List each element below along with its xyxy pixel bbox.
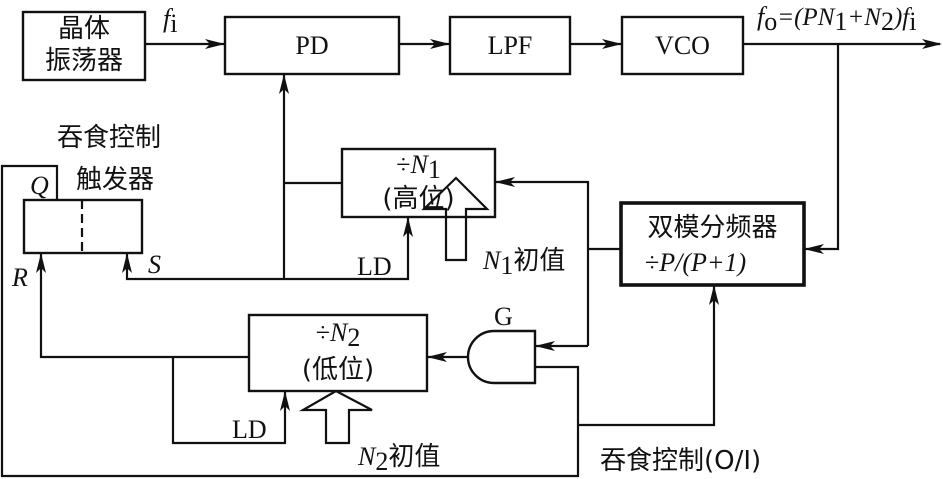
swallow-control-label: 吞食控制(O/I) [600, 446, 762, 476]
s-label: S [148, 250, 161, 279]
prescaler-formula: ÷P/(P+1) [645, 248, 747, 277]
n2-counter-block [247, 313, 429, 393]
n2-counter-sublabel: (低位) [301, 355, 375, 385]
wire-prescaler-to-n1 [495, 180, 590, 346]
swallow-ff-title-2: 触发器 [76, 165, 155, 195]
r-label: R [12, 263, 28, 292]
n1-counter-sublabel: (高位) [382, 184, 455, 214]
n1-initial-value-label: N1初值 [483, 246, 566, 280]
arrow-icon [709, 285, 719, 305]
wire-fo-feedback [804, 44, 840, 251]
lpf-block [448, 15, 572, 76]
dual-modulus-prescaler-block [619, 201, 806, 287]
arrow-icon [535, 341, 555, 351]
and-gate-g [466, 329, 537, 385]
crystal-osc-label-1: 晶体 [57, 14, 110, 44]
vco-block [620, 15, 745, 76]
lpf-label: LPF [487, 31, 533, 60]
n2-initial-value-label: N2初值 [358, 442, 441, 476]
arrow-icon [279, 74, 289, 94]
swallow-ff-title-1: 吞食控制 [57, 123, 162, 153]
wire-q-to-gate [0, 164, 580, 478]
n1-counter-block [340, 147, 497, 219]
arrow-icon [36, 253, 46, 273]
ld1-label: LD [357, 252, 392, 281]
wire-n2-to-r [39, 253, 249, 359]
pd-block [223, 15, 401, 76]
fo-equation: fo=(PN1+N2)fi [757, 2, 917, 36]
wire-ld2 [171, 357, 287, 445]
crystal-oscillator-block [21, 10, 147, 82]
crystal-osc-label-2: 振荡器 [44, 46, 123, 76]
arrow-icon [427, 352, 447, 362]
n1-preset-hollow-arrow-icon [421, 176, 490, 262]
arrow-icon [602, 39, 622, 49]
n1-counter-title: ÷N1 [396, 150, 441, 184]
arrow-icon [403, 217, 413, 237]
arrow-icon [495, 177, 515, 187]
arrow-icon [430, 39, 450, 49]
n2-preset-hollow-arrow-icon [298, 389, 373, 445]
gate-label: G [494, 302, 513, 331]
vco-label: VCO [655, 31, 710, 60]
pd-label: PD [295, 31, 329, 60]
prescaler-title: 双模分频器 [647, 213, 778, 243]
ld2-label: LD [232, 415, 267, 444]
arrow-icon [804, 244, 824, 254]
wire-swallow-control [578, 285, 716, 427]
fi-label: fi [163, 4, 178, 38]
n2-counter-title: ÷N2 [315, 318, 361, 352]
arrow-icon [280, 391, 290, 411]
arrow-icon [205, 39, 225, 49]
arrow-icon [122, 253, 132, 273]
q-label: Q [30, 171, 49, 200]
arrow-icon [922, 39, 942, 49]
